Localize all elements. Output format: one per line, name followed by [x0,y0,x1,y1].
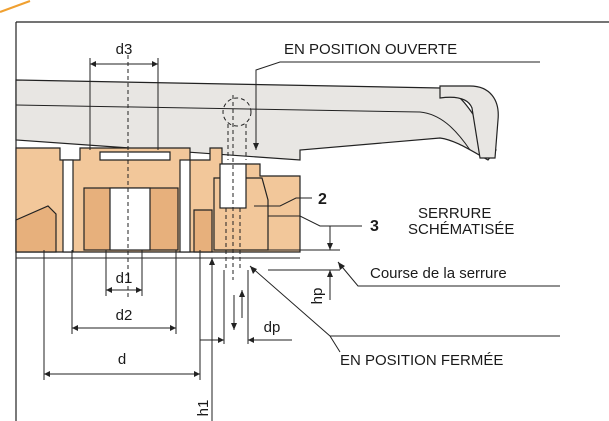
dimension-dp: dp [200,270,292,344]
leader-closed-position: EN POSITION FERMÉE [249,265,560,369]
handle-grip [439,85,499,159]
hub-insert-core [109,187,151,251]
right-wedge [193,209,213,253]
callout-2: 2 [254,191,327,208]
label-dp: dp [264,319,281,336]
label-d1: d1 [116,270,133,287]
leader-lock-stroke: Course de la serrure [337,261,560,287]
callout-2-number: 2 [318,191,327,208]
dimension-d: d [43,250,201,380]
dimension-d2: d2 [71,250,177,334]
hub-right-column [179,159,191,253]
handle-inner-edge [15,104,471,151]
leader-open-position: EN POSITION OUVERTE [253,41,540,150]
dimension-d1: d1 [105,250,143,296]
lock-pin-extension [225,208,241,270]
label-hp: hp [309,288,326,305]
label-lock-title-2: SCHÉMATISÉE [408,221,514,238]
label-d2: d2 [116,307,133,324]
hub-bore [99,151,171,161]
lock-travel-arrows [231,290,245,330]
left-wedge [15,205,57,253]
open-position-knob [222,97,252,127]
label-lock-stroke: Course de la serrure [370,265,507,282]
label-h1: h1 [195,400,212,417]
label-lock-title-1: SERRURE [418,205,491,222]
label-open-position: EN POSITION OUVERTE [284,41,457,58]
label-d3: d3 [116,41,133,58]
callout-3: 3 [268,215,379,235]
accent-corner-mark [0,0,31,13]
callout-3-number: 3 [370,218,379,235]
dimension-d3: d3 [89,41,159,150]
hub-left-column [62,159,74,253]
dimension-hp: hp [268,226,340,304]
label-closed-position: EN POSITION FERMÉE [340,352,503,369]
label-d: d [118,351,126,368]
open-position-stem [227,124,247,160]
